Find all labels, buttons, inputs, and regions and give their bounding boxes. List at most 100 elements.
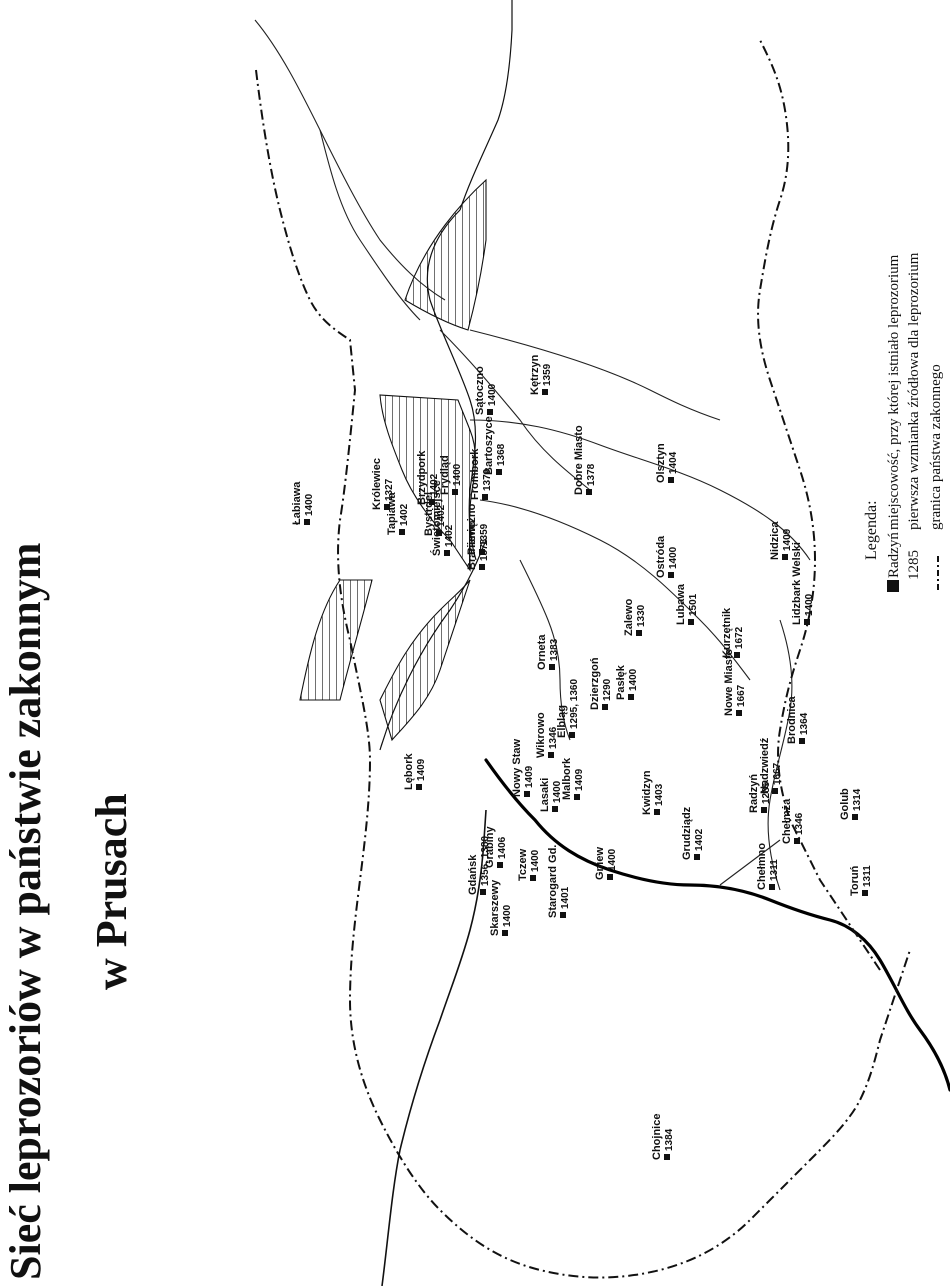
river-drweca	[767, 619, 793, 891]
place-name: Tczew	[517, 848, 529, 881]
place-name: Gdańsk	[467, 854, 479, 895]
place-marker	[574, 794, 580, 800]
place-marker	[569, 732, 575, 738]
place-year: 1501	[688, 593, 699, 616]
place-name: Lasaki	[539, 778, 551, 812]
place-marker	[607, 874, 613, 880]
vistula-lagoon	[379, 394, 477, 572]
place-year: 1378	[586, 463, 597, 486]
legend: Legenda: Radzyń 1285 miejscowość, przy k…	[863, 252, 944, 592]
place-year: 1409	[782, 528, 793, 551]
place-name: Orneta	[536, 634, 548, 670]
river-osa	[719, 839, 781, 886]
legend-year-label: 1285	[906, 550, 922, 580]
place-name: Łabiawa	[291, 481, 303, 525]
river-nogat	[519, 559, 571, 741]
place-name: Chełmno	[756, 843, 768, 890]
place-name: Gniew	[594, 847, 606, 880]
place-marker	[794, 838, 800, 844]
place-year: 1667	[772, 762, 783, 785]
place-name: Brzydpork	[416, 450, 428, 505]
coastline-west	[381, 809, 487, 1286]
title-group: Sieć leprozoriów w państwie zakonnym w P…	[1, 543, 136, 1280]
place-marker	[734, 652, 740, 658]
place-year: 1359	[479, 523, 490, 546]
place-marker	[664, 1154, 670, 1160]
curonian-lagoon	[404, 178, 487, 331]
place-name: Lubawa	[675, 583, 687, 625]
place-year: 1346	[794, 812, 805, 835]
place-name: Frombork	[469, 448, 481, 500]
place-name: Frydląd	[439, 455, 451, 495]
place-year: 1409	[524, 765, 535, 788]
place-name: Bartoszyce	[483, 416, 495, 475]
place-year: 1290	[602, 678, 613, 701]
place-name: Wikrowo	[535, 712, 547, 758]
place-year: 1295, 1360	[569, 679, 580, 729]
place-year: 1346	[548, 726, 559, 749]
place-year: 1311	[862, 865, 873, 887]
place-marker	[654, 809, 660, 815]
place-name: Kwidzyn	[641, 770, 653, 815]
place-year: 1404	[668, 451, 679, 474]
place-year: 1409	[574, 768, 585, 791]
place-marker	[668, 572, 674, 578]
place-name: Golub	[839, 788, 851, 820]
place-year: 1368	[496, 443, 507, 466]
place-year: 1406	[497, 836, 508, 859]
state-border	[255, 39, 911, 1279]
hatched-shore	[299, 579, 373, 701]
place-marker	[736, 710, 742, 716]
place-year: 1403	[654, 783, 665, 806]
place-marker	[429, 499, 435, 505]
place-name: Skarszewy	[489, 879, 501, 936]
place-name: Radzyń	[748, 774, 760, 813]
place-year: 1327	[384, 478, 395, 501]
place-year: 1400	[552, 780, 563, 803]
place-name: Pasłęk	[615, 664, 627, 700]
place-marker	[482, 494, 488, 500]
place-year: 1401	[560, 886, 571, 909]
place-name: Nowe Miasto	[723, 648, 735, 716]
place-year: 1402	[444, 524, 455, 547]
place-name: Tapiawa	[386, 492, 398, 535]
place-year: 1400	[304, 493, 315, 516]
place-marker	[487, 409, 493, 415]
place-marker	[636, 630, 642, 636]
place-marker	[552, 806, 558, 812]
place-name: Brodnica	[786, 695, 798, 744]
place-year: 1384	[664, 1128, 675, 1151]
place-name: Grabiny	[484, 826, 496, 868]
place-year: 1402	[429, 473, 440, 496]
place-marker	[479, 549, 485, 555]
place-year: 1402	[399, 503, 410, 526]
place-marker	[480, 889, 486, 895]
place-marker	[668, 477, 674, 483]
place-marker	[496, 469, 502, 475]
river-vistula	[484, 758, 950, 1092]
place-marker	[479, 564, 485, 570]
place-marker	[444, 550, 450, 556]
place-year: 1400	[628, 668, 639, 691]
place-marker	[782, 554, 788, 560]
place-marker	[852, 814, 858, 820]
map-title-line1: Sieć leprozoriów w państwie zakonnym	[1, 543, 50, 1280]
place-marker	[804, 619, 810, 625]
